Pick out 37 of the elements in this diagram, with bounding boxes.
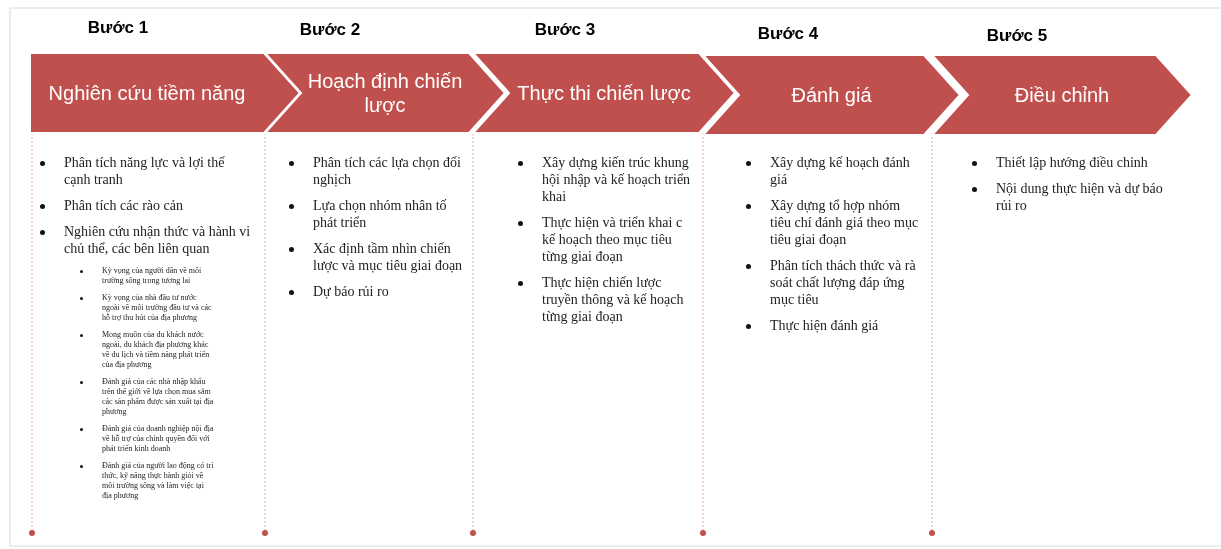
chevron-step [265, 53, 505, 133]
bullet-text: Xác định tầm nhìn chiến lược và mục tiêu giai đoạn [313, 241, 463, 273]
step-title: Điều chỉnh [1013, 83, 1111, 108]
bullet-text: Nội dung thực hiện và dự báo rủi ro [996, 181, 1163, 213]
bullet-text: Dự báo rủi ro [313, 284, 389, 299]
bullet-text: Đánh giá của các nhà nhập khẩu trên thế giới về lựa chọn mua sắm các sản phẩm được sản xuất tại địa phương [102, 377, 214, 416]
bullet-text: Phân tích các lựa chọn đối nghịch [313, 155, 461, 187]
chevron-step [932, 55, 1192, 135]
bullet-text: Kỳ vọng của người dân về môi trường sống trong tương lai [102, 266, 202, 285]
bullet-text: Đánh giá của người lao động có trí thức, kỹ năng thực hành giỏi về môi trường sống và làm việc tại địa phương [102, 461, 214, 500]
bullet-text: Lựa chọn nhóm nhân tố phát triển [313, 198, 447, 230]
step-title: Thực thi chiến lược [516, 81, 692, 106]
bullet-text: Xây dựng tổ hợp nhóm tiêu chí đánh giá theo mục tiêu giai đoạn [770, 198, 919, 247]
bullet-text: Thiết lập hướng điều chỉnh [996, 155, 1148, 170]
bullet-text: Xây dựng kế hoạch đánh giá [770, 155, 910, 187]
bullet-text: Nghiên cứu nhận thức và hành vi chủ thể, các bên liên quan [64, 224, 251, 256]
bullet-text: Kỳ vọng của nhà đầu tư nước ngoài về môi trường đầu tư và các hỗ trợ thu hút của địa phương [102, 293, 212, 322]
bullet-text: Đánh giá của doanh nghiệp nội địa về hỗ trợ của chính quyền đối với phát triển kinh doanh [102, 424, 214, 453]
bullet-text: Phân tích năng lực và lợi thế cạnh tranh [64, 155, 225, 187]
step-label: Bước 5 [985, 26, 1049, 46]
bullet-text: Thực hiện và triển khai c kế hoạch theo mục tiêu từng giai đoạn [542, 215, 683, 264]
step-label: Bước 3 [533, 20, 597, 40]
step-label: Bước 4 [756, 24, 820, 44]
step-title: Nghiên cứu tiềm năng [47, 81, 247, 106]
bullet-text: Thực hiện chiến lược truyền thông và kế hoạch từng giai đoạn [542, 275, 684, 324]
step-label: Bước 1 [86, 18, 150, 38]
bullet-text: Mong muốn của du khách nước ngoài, du khách địa phương khác về du lịch và tiềm năng phát triển của địa phương [102, 330, 210, 369]
step-label: Bước 2 [298, 20, 362, 40]
step-title: Đánh giá [790, 83, 873, 108]
chevron-step [30, 53, 300, 133]
step-title: Hoạch định chiến lược [306, 69, 464, 118]
bullet-text: Thực hiện đánh giá [770, 318, 879, 333]
bullet-text: Phân tích các rào cản [64, 198, 183, 213]
chevron-step [473, 53, 735, 133]
bullet-text: Phân tích thách thức và rà soát chất lượng đáp ứng mục tiêu [770, 258, 916, 307]
chevron-step [703, 55, 960, 135]
bullet-text: Xây dựng kiến trúc khung hội nhập và kế hoạch triển khai [542, 155, 691, 204]
